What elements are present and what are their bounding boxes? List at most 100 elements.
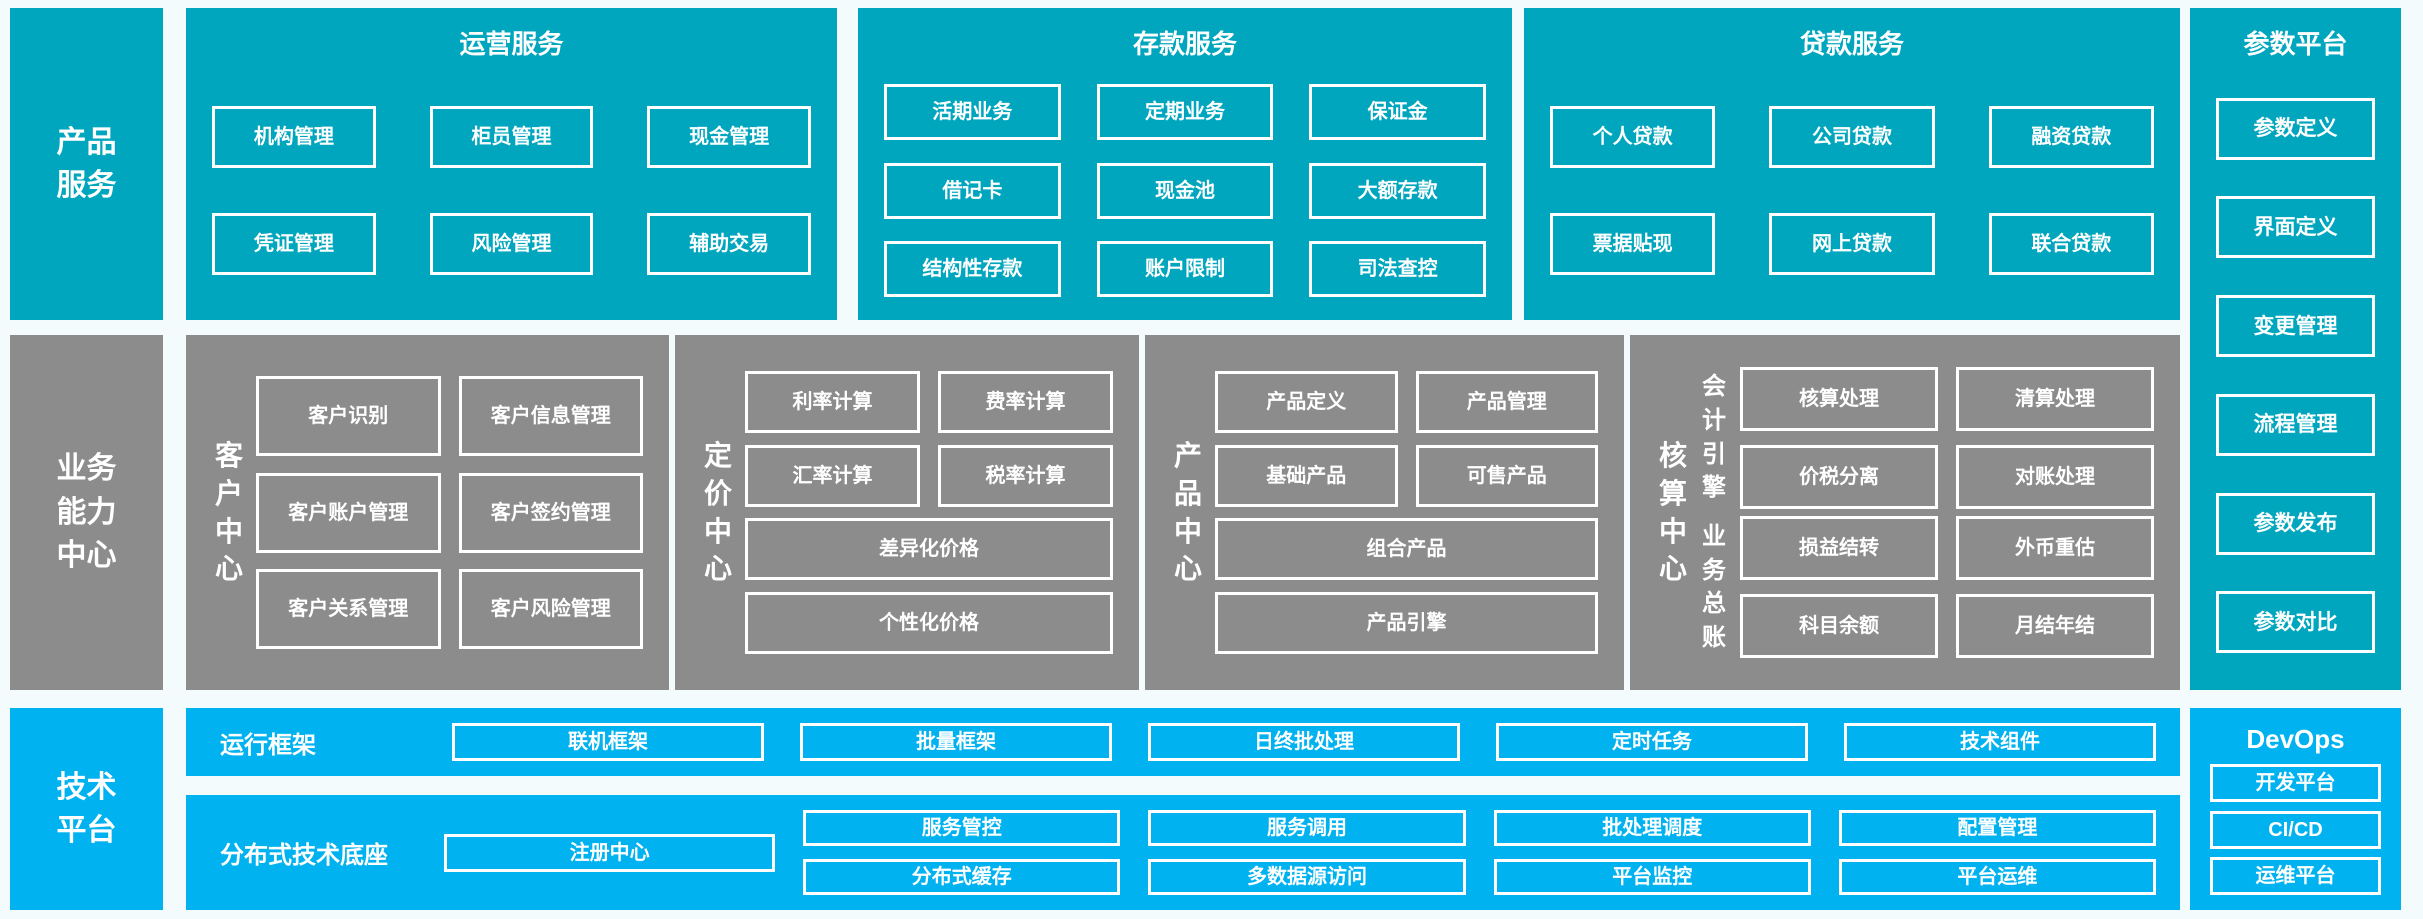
deposit-title: 存款服务 <box>1132 29 1237 59</box>
product-item-0: 产品定义 <box>1215 370 1398 433</box>
rail-tech-platform: 技术平台 <box>10 708 163 910</box>
devops-list: 开发平台 CI/CD 运维平台 <box>2190 755 2401 910</box>
operations-grid: 机构管理 柜员管理 现金管理 凭证管理 风险管理 辅助交易 <box>186 61 837 320</box>
deposit-grid: 活期业务 定期业务 保证金 借记卡 现金池 大额存款 结构性存款 账户限制 司法… <box>858 61 1512 320</box>
accounting-engine-item-0: 核算处理 <box>1740 366 1938 431</box>
operations-item-0: 机构管理 <box>212 106 376 168</box>
pricing-item-2: 汇率计算 <box>745 444 920 507</box>
pricing-item-3: 税率计算 <box>938 444 1113 507</box>
loan-services-panel: 贷款服务 个人贷款 公司贷款 融资贷款 票据贴现 网上贷款 联合贷款 <box>1524 8 2180 320</box>
deposit-item-4: 现金池 <box>1096 162 1274 219</box>
loan-item-0: 个人贷款 <box>1550 106 1716 168</box>
operations-item-2: 现金管理 <box>647 106 811 168</box>
runtime-framework-band: 运行框架 联机框架 批量框架 日终批处理 定时任务 技术组件 <box>186 708 2180 776</box>
devops-panel: DevOps 开发平台 CI/CD 运维平台 <box>2190 708 2401 910</box>
product-center-label: 产品中心 <box>1173 439 1202 585</box>
distributed-item-multi-datasource: 多数据源访问 <box>1148 859 1466 895</box>
operations-item-5: 辅助交易 <box>647 213 811 275</box>
pricing-center-panel: 定价中心 利率计算 费率计算 汇率计算 税率计算 差异化价格 个性化价格 <box>675 335 1139 690</box>
loan-item-5: 联合贷款 <box>1988 213 2154 275</box>
loan-grid: 个人贷款 公司贷款 融资贷款 票据贴现 网上贷款 联合贷款 <box>1524 61 2180 320</box>
customer-center-grid: 客户识别 客户信息管理 客户账户管理 客户签约管理 客户关系管理 客户风险管理 <box>256 359 643 666</box>
product-item-3: 可售产品 <box>1415 444 1598 507</box>
runtime-framework-label: 运行框架 <box>220 731 316 759</box>
parameter-platform-list: 参数定义 界面定义 变更管理 流程管理 参数发布 参数对比 <box>2190 61 2401 690</box>
runtime-item-2: 日终批处理 <box>1148 723 1460 761</box>
accounting-engine-item-3: 对账处理 <box>1956 444 2154 509</box>
operations-title: 运营服务 <box>459 29 564 59</box>
customer-item-5: 客户风险管理 <box>458 569 643 650</box>
loan-item-4: 网上贷款 <box>1769 213 1935 275</box>
deposit-item-0: 活期业务 <box>884 83 1061 140</box>
distributed-item-distributed-cache: 分布式缓存 <box>803 859 1121 895</box>
loan-title: 贷款服务 <box>1799 29 1904 59</box>
pricing-center-grid: 利率计算 费率计算 汇率计算 税率计算 差异化价格 个性化价格 <box>745 359 1113 666</box>
pricing-wide-item-1: 个性化价格 <box>745 592 1113 655</box>
parameter-item-2: 变更管理 <box>2216 295 2375 358</box>
operations-item-3: 凭证管理 <box>212 213 376 275</box>
accounting-groups: 会计引擎 核算处理 清算处理 价税分离 对账处理 业务总账 损益结转 外币重估 … <box>1700 359 2154 666</box>
business-ledger-item-0: 损益结转 <box>1740 516 1938 581</box>
rail-product-services: 产品服务 <box>10 8 163 320</box>
devops-title: DevOps <box>2246 724 2345 754</box>
distributed-col-2: 批处理调度 平台监控 <box>1493 810 1811 895</box>
accounting-engine-item-1: 清算处理 <box>1956 366 2154 431</box>
accounting-engine-group: 会计引擎 核算处理 清算处理 价税分离 对账处理 <box>1700 366 2154 509</box>
product-center-panel: 产品中心 产品定义 产品管理 基础产品 可售产品 组合产品 产品引擎 <box>1145 335 1624 690</box>
rail-product-services-label: 产品服务 <box>56 125 117 203</box>
customer-center-panel: 客户中心 客户识别 客户信息管理 客户账户管理 客户签约管理 客户关系管理 客户… <box>186 335 669 690</box>
deposit-item-7: 账户限制 <box>1096 241 1274 298</box>
product-item-2: 基础产品 <box>1215 444 1398 507</box>
runtime-item-4: 技术组件 <box>1844 723 2156 761</box>
loan-item-1: 公司贷款 <box>1769 106 1935 168</box>
rail-business-capability-label: 业务能力中心 <box>56 452 117 573</box>
distributed-col-0: 服务管控 分布式缓存 <box>803 810 1121 895</box>
distributed-base-band: 分布式技术底座 注册中心 服务管控 分布式缓存 服务调用 多数据源访问 批处理调… <box>186 795 2180 910</box>
business-ledger-item-2: 科目余额 <box>1740 594 1938 659</box>
parameter-platform-panel: 参数平台 参数定义 界面定义 变更管理 流程管理 参数发布 参数对比 <box>2190 8 2401 690</box>
accounting-engine-grid: 核算处理 清算处理 价税分离 对账处理 <box>1740 366 2154 509</box>
loan-item-2: 融资贷款 <box>1988 106 2154 168</box>
deposit-item-2: 保证金 <box>1309 83 1486 140</box>
loan-item-3: 票据贴现 <box>1550 213 1716 275</box>
parameter-item-0: 参数定义 <box>2216 97 2375 160</box>
runtime-item-3: 定时任务 <box>1496 723 1808 761</box>
business-ledger-label: 业务总账 <box>1702 523 1726 651</box>
customer-item-0: 客户识别 <box>256 375 441 456</box>
customer-item-4: 客户关系管理 <box>256 569 441 650</box>
deposit-item-8: 司法查控 <box>1309 241 1486 298</box>
accounting-engine-label: 会计引擎 <box>1702 373 1726 502</box>
product-wide-item-0: 组合产品 <box>1215 518 1598 581</box>
runtime-item-0: 联机框架 <box>452 723 764 761</box>
registry-center-box: 注册中心 <box>444 833 776 872</box>
accounting-center-panel: 核算中心 会计引擎 核算处理 清算处理 价税分离 对账处理 业务总账 损益结转 … <box>1630 335 2180 690</box>
customer-item-2: 客户账户管理 <box>256 472 441 553</box>
distributed-item-platform-monitoring: 平台监控 <box>1493 859 1811 895</box>
customer-item-3: 客户签约管理 <box>458 472 643 553</box>
parameter-platform-title: 参数平台 <box>2243 29 2348 59</box>
deposit-services-panel: 存款服务 活期业务 定期业务 保证金 借记卡 现金池 大额存款 结构性存款 账户… <box>858 8 1512 320</box>
rail-business-capability: 业务能力中心 <box>10 335 163 690</box>
devops-item-0: 开发平台 <box>2210 763 2381 802</box>
business-ledger-grid: 损益结转 外币重估 科目余额 月结年结 <box>1740 516 2154 659</box>
parameter-item-1: 界面定义 <box>2216 196 2375 259</box>
parameter-item-4: 参数发布 <box>2216 492 2375 555</box>
accounting-center-label: 核算中心 <box>1658 439 1687 585</box>
customer-item-1: 客户信息管理 <box>458 375 643 456</box>
business-ledger-item-1: 外币重估 <box>1956 516 2154 581</box>
deposit-item-3: 借记卡 <box>884 162 1061 219</box>
pricing-item-0: 利率计算 <box>745 370 920 433</box>
accounting-engine-item-2: 价税分离 <box>1740 444 1938 509</box>
devops-item-2: 运维平台 <box>2210 857 2381 896</box>
operations-item-4: 风险管理 <box>429 213 594 275</box>
devops-item-1: CI/CD <box>2210 810 2381 849</box>
deposit-item-6: 结构性存款 <box>884 241 1061 298</box>
distributed-base-label: 分布式技术底座 <box>220 842 388 869</box>
distributed-col-1: 服务调用 多数据源访问 <box>1148 810 1466 895</box>
rail-tech-platform-label: 技术平台 <box>56 770 117 848</box>
product-wide-item-1: 产品引擎 <box>1215 592 1598 655</box>
pricing-center-label: 定价中心 <box>703 439 732 585</box>
customer-center-label: 客户中心 <box>214 439 243 585</box>
product-item-1: 产品管理 <box>1415 370 1598 433</box>
